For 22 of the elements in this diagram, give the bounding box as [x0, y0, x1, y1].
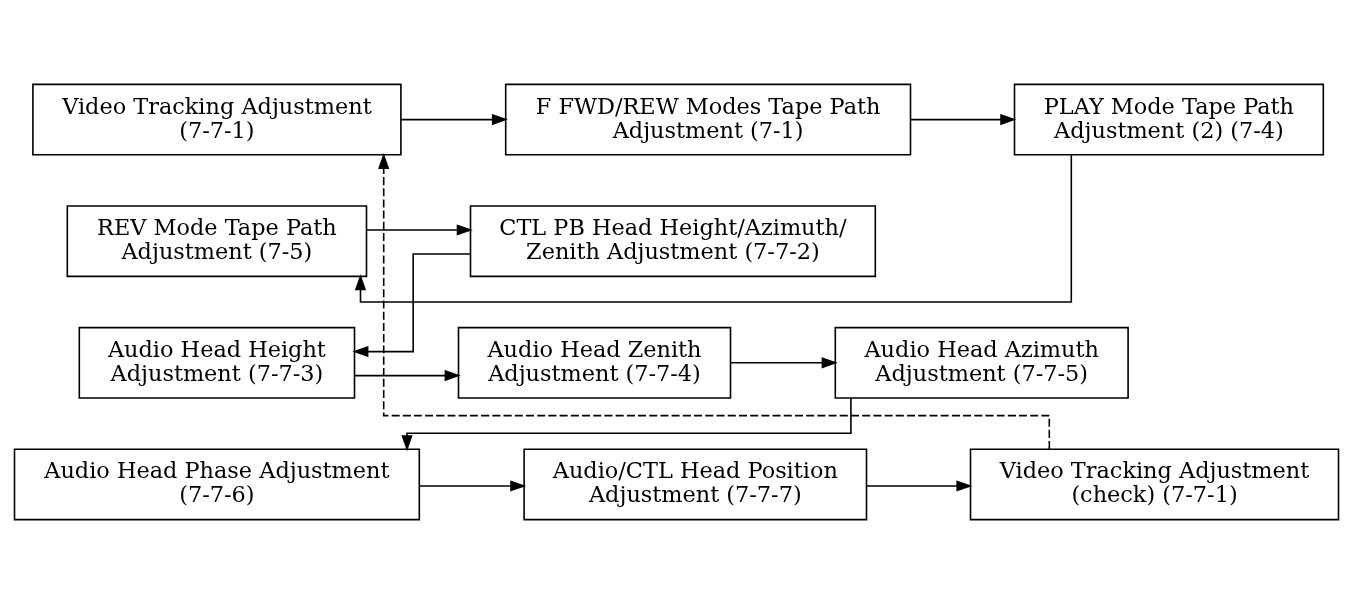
arrow [354, 369, 461, 381]
arrow [866, 479, 973, 492]
node-box: F FWD/REW Modes Tape Path Adjustment (7-1) [504, 83, 912, 156]
node-box: Video Tracking Adjustment (check) (7-7-1) [969, 447, 1340, 520]
arrow [418, 479, 527, 492]
arrow [401, 396, 852, 451]
node-box: CTL PB Head Height/Azimuth/ Zenith Adjustment (7-7-2) [469, 204, 877, 277]
node-box: Video Tracking Adjustment (7-7-1) [32, 83, 402, 156]
arrow [400, 113, 508, 125]
arrow [910, 113, 1017, 125]
node-box: Audio Head Height Adjustment (7-7-3) [78, 326, 356, 399]
node-box: Audio Head Zenith Adjustment (7-7-4) [457, 326, 732, 399]
node-box: Audio Head Azimuth Adjustment (7-7-5) [834, 326, 1129, 399]
arrow [378, 152, 1051, 450]
node-box: PLAY Mode Tape Path Adjustment (2) (7-4) [1013, 83, 1325, 156]
arrow [366, 223, 473, 236]
node-box: Audio/CTL Head Position Adjustment (7-7-7) [523, 447, 868, 520]
arrow [352, 252, 471, 357]
arrow [730, 356, 838, 368]
node-box: Audio Head Phase Adjustment (7-7-6) [13, 447, 421, 520]
node-box: REV Mode Tape Path Adjustment (7-5) [66, 204, 368, 277]
arrow [354, 153, 1073, 303]
